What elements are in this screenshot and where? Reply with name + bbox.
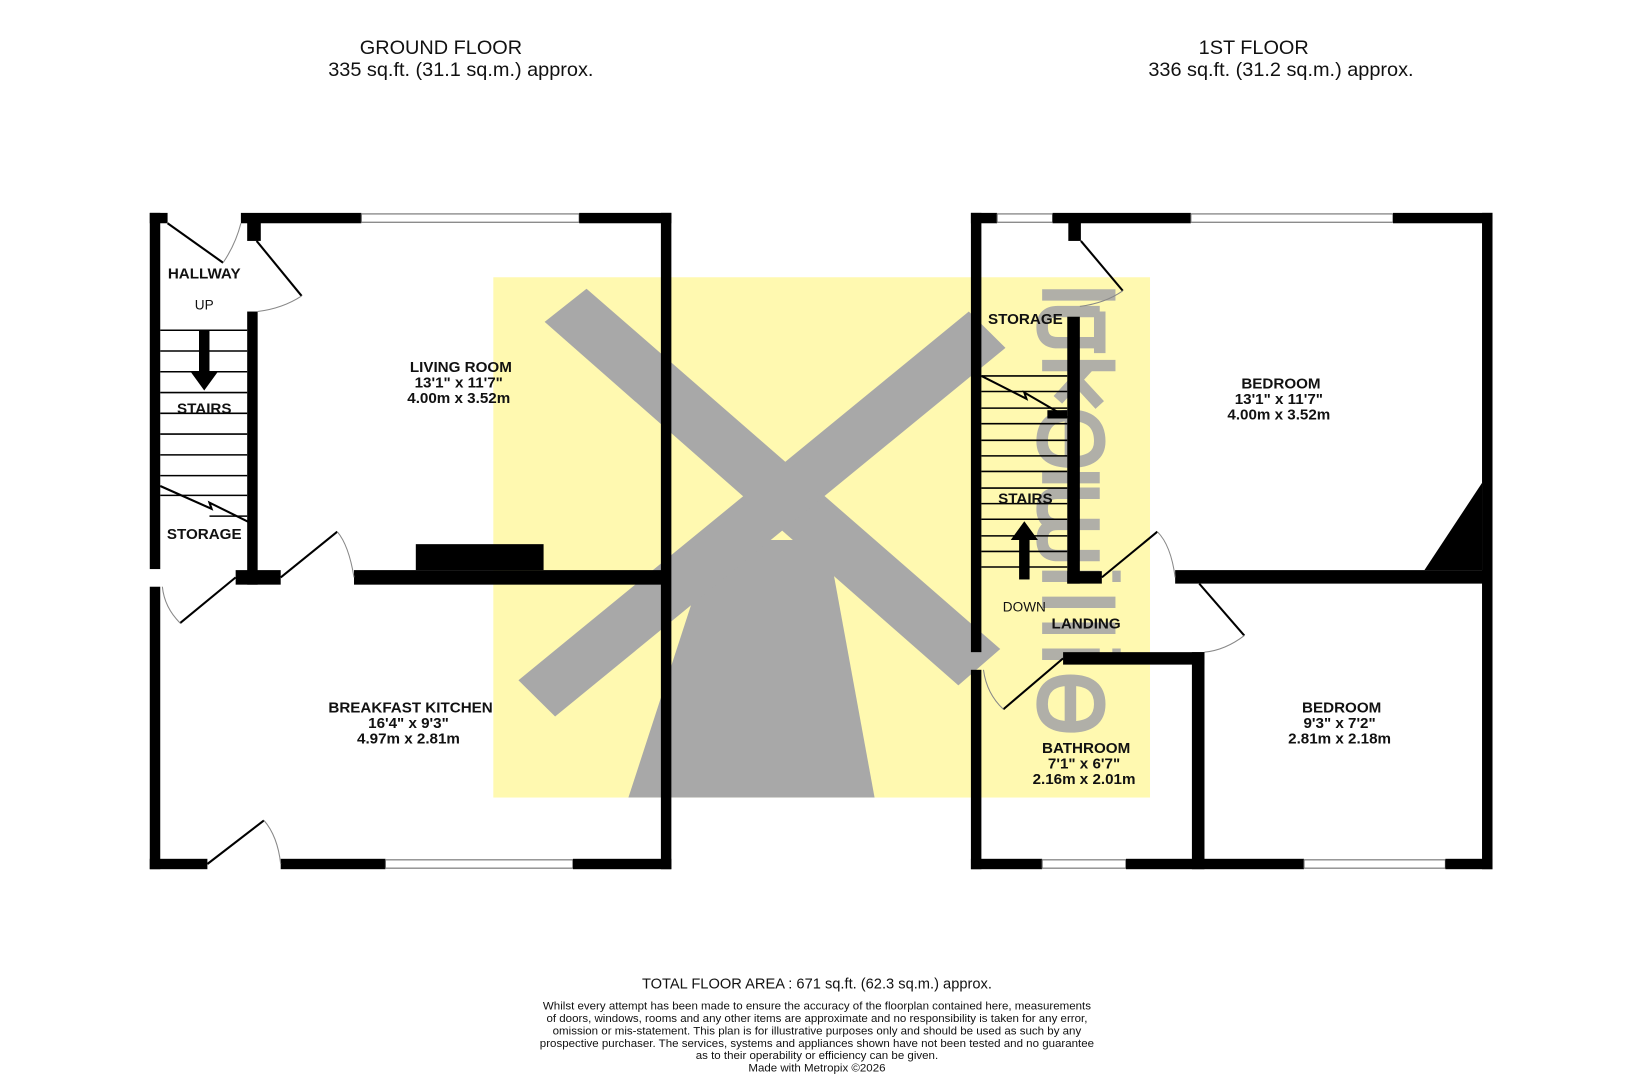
disclaimer-line: prospective purchaser. The services, sys… xyxy=(540,1038,1094,1050)
room-bedroom-2: BEDROOM 9'3" x 7'2" 2.81m x 2.18m xyxy=(1288,699,1391,747)
room-bathroom: BATHROOM 7'1" x 6'7" 2.16m x 2.01m xyxy=(1033,740,1136,788)
ground-floor-title: GROUND FLOOR xyxy=(360,37,522,59)
disclaimer: Whilst every attempt has been made to en… xyxy=(540,1000,1094,1074)
room-label-storage: STORAGE xyxy=(167,526,242,543)
first-stairs xyxy=(980,374,1068,580)
ground-doors xyxy=(161,222,355,865)
room-metric: 4.97m x 2.81m xyxy=(357,731,460,748)
label-up: UP xyxy=(195,298,214,313)
room-label-storage-1st: STORAGE xyxy=(988,311,1063,328)
ground-stairs xyxy=(159,329,250,524)
room-imperial: 13'1" x 11'7" xyxy=(1235,391,1323,408)
room-name: LIVING ROOM xyxy=(410,359,512,376)
watermark-logo xyxy=(493,277,1151,798)
room-metric: 4.00m x 3.52m xyxy=(407,390,510,407)
ground-floor-area: 335 sq.ft. (31.1 sq.m.) approx. xyxy=(328,59,593,81)
first-doors xyxy=(982,240,1246,711)
first-floor-area: 336 sq.ft. (31.2 sq.m.) approx. xyxy=(1148,59,1413,81)
credit: Made with Metropix ©2026 xyxy=(748,1063,885,1075)
arrow-up-icon xyxy=(1010,521,1038,580)
room-breakfast-kitchen: BREAKFAST KITCHEN 16'4" x 9'3" 4.97m x 2… xyxy=(328,699,492,747)
room-imperial: 16'4" x 9'3" xyxy=(368,715,449,732)
room-metric: 2.16m x 2.01m xyxy=(1033,771,1136,788)
room-name: BATHROOM xyxy=(1042,740,1130,757)
room-label-hallway: HALLWAY xyxy=(168,265,241,282)
room-name: BEDROOM xyxy=(1241,375,1320,392)
disclaimer-line: Whilst every attempt has been made to en… xyxy=(543,1000,1091,1012)
arrow-down-icon xyxy=(190,330,218,391)
room-label-landing: LANDING xyxy=(1052,615,1121,632)
label-down: DOWN xyxy=(1003,600,1046,615)
ground-floor-walls xyxy=(149,212,672,870)
disclaimer-line: of doors, windows, rooms and any other i… xyxy=(546,1013,1087,1025)
room-imperial: 13'1" x 11'7" xyxy=(415,374,503,391)
room-label-stairs: STAIRS xyxy=(177,400,232,417)
room-name: BEDROOM xyxy=(1302,699,1381,716)
room-bedroom-1: BEDROOM 13'1" x 11'7" 4.00m x 3.52m xyxy=(1227,375,1330,423)
room-label-stairs-1st: STAIRS xyxy=(998,491,1053,508)
total-floor-area: TOTAL FLOOR AREA : 671 sq.ft. (62.3 sq.m… xyxy=(642,977,992,993)
room-imperial: 7'1" x 6'7" xyxy=(1048,756,1120,773)
disclaimer-line: as to their operability or efficiency ca… xyxy=(696,1050,938,1062)
disclaimer-line: omission or mis-statement. This plan is … xyxy=(553,1025,1082,1037)
room-metric: 2.81m x 2.18m xyxy=(1288,731,1391,748)
first-floor-title: 1ST FLOOR xyxy=(1199,37,1309,59)
room-living-room: LIVING ROOM 13'1" x 11'7" 4.00m x 3.52m xyxy=(407,359,512,407)
room-imperial: 9'3" x 7'2" xyxy=(1303,715,1375,732)
room-name: BREAKFAST KITCHEN xyxy=(328,699,492,716)
room-metric: 4.00m x 3.52m xyxy=(1227,407,1330,424)
first-floor-walls xyxy=(970,212,1493,870)
